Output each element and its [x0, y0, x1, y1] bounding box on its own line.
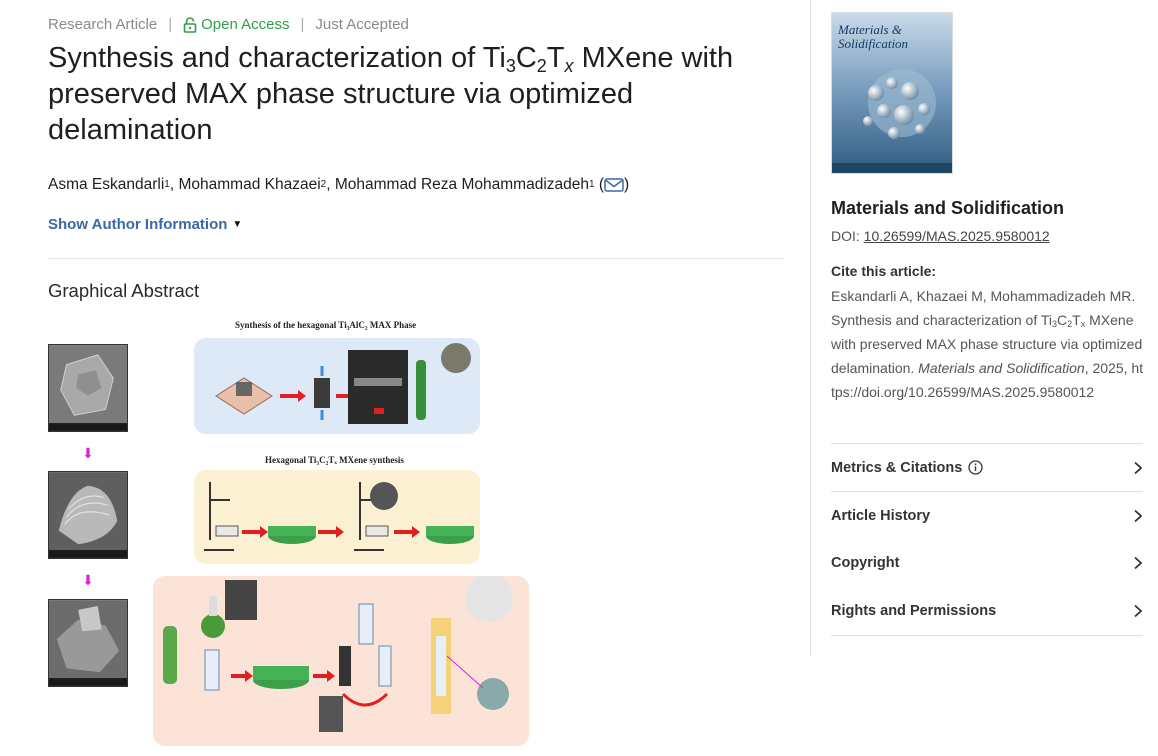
doi-line: DOI: 10.26599/MAS.2025.9580012: [831, 228, 1050, 244]
citation-part: T: [1072, 312, 1081, 328]
accordion-label: Metrics & Citations: [831, 459, 963, 476]
accordion-label: Copyright: [831, 555, 900, 571]
accordion-label: Rights and Permissions: [831, 603, 997, 619]
citation-part: MXene with preserved MAX phase structure…: [831, 312, 1143, 376]
info-icon[interactable]: [968, 460, 983, 475]
article-type: Research Article: [48, 16, 158, 33]
author-separator: (: [594, 176, 605, 193]
graphical-abstract-heading: Graphical Abstract: [48, 280, 200, 301]
arrow-down-icon: ⬇: [82, 572, 94, 588]
panel-max-synthesis: [194, 338, 480, 434]
accordion-bottom-border: [831, 635, 1143, 636]
author-name[interactable]: Mohammad Reza Mohammadizadeh: [334, 176, 589, 193]
article-main: Research Article | Open Access | Just Ac…: [16, 0, 810, 756]
panel-title: Hexagonal Ti₃C₂Tₓ MXene synthesis: [265, 455, 404, 465]
panel-mxene-synthesis: [194, 470, 480, 564]
citation-journal: Materials and Solidification: [918, 360, 1085, 376]
author-close-paren: ): [624, 176, 630, 193]
title-text: Synthesis and characterization of Ti: [48, 42, 506, 74]
meta-separator: |: [168, 16, 173, 33]
author-separator: ,: [169, 176, 179, 193]
sem-image-max-phase: [48, 344, 128, 432]
citation-part: C: [1057, 312, 1068, 328]
graphical-abstract-image[interactable]: ⬇ ⬇ Synthesis of the hexagonal Ti₃AlC₂ M…: [48, 318, 548, 750]
open-access-badge: Open Access: [183, 16, 290, 33]
accordion-copyright[interactable]: Copyright: [831, 539, 1143, 587]
citation-sub: x: [1080, 319, 1086, 329]
title-text: C: [515, 42, 537, 74]
panel-title: Synthesis of the hexagonal Ti₃AlC₂ MAX P…: [235, 320, 417, 330]
cover-title: Materials & Solidification: [838, 22, 909, 51]
cover-artwork: [832, 13, 952, 173]
citation-part: , 2025, https://doi.org/10.26599/MAS.202…: [831, 360, 1144, 400]
sem-image-delaminated: [48, 599, 128, 687]
caret-down-icon: ▼: [232, 219, 243, 230]
title-sub: 2: [536, 56, 547, 76]
title-sub: x: [564, 56, 574, 76]
article-status: Just Accepted: [315, 16, 409, 33]
show-author-info-toggle[interactable]: Show Author Information ▼: [48, 216, 242, 233]
chevron-right-icon: [1134, 604, 1143, 618]
author-name[interactable]: Asma Eskandarli: [48, 176, 165, 193]
arrow-down-icon: ⬇: [82, 445, 94, 461]
doi-link[interactable]: 10.26599/MAS.2025.9580012: [863, 228, 1050, 244]
doi-label: DOI:: [831, 228, 864, 244]
citation-part: Eskandarli A, Khazaei M, Mohammadizadeh …: [831, 288, 1136, 328]
email-icon[interactable]: [604, 178, 624, 192]
panel-delamination: [153, 574, 529, 746]
accordion-label: Article History: [831, 507, 931, 524]
meta-separator: |: [300, 16, 305, 33]
title-sub: 3: [505, 56, 516, 76]
article-title: Synthesis and characterization of Ti3C2T…: [48, 40, 788, 148]
article-meta-line: Research Article | Open Access | Just Ac…: [48, 16, 409, 33]
accordion-metrics-citations[interactable]: Metrics & Citations: [831, 443, 1143, 491]
title-text: MXene with preserved MAX phase structure…: [48, 42, 734, 146]
cite-heading: Cite this article:: [831, 263, 937, 279]
journal-name[interactable]: Materials and Solidification: [831, 198, 1065, 218]
title-text: T: [546, 42, 565, 74]
citation-sub: 2: [1067, 319, 1073, 329]
citation-sub: 3: [1052, 319, 1058, 329]
column-divider: [810, 0, 811, 656]
journal-cover-image[interactable]: Materials & Solidification: [831, 12, 953, 174]
open-lock-icon: [183, 16, 197, 33]
chevron-right-icon: [1134, 509, 1143, 522]
open-access-label: Open Access: [201, 16, 290, 33]
author-name[interactable]: Mohammad Khazaei: [178, 176, 321, 193]
author-separator: ,: [326, 176, 335, 193]
citation-text: Eskandarli A, Khazaei M, Mohammadizadeh …: [831, 284, 1145, 404]
chevron-right-icon: [1134, 461, 1143, 474]
show-author-info-label: Show Author Information: [48, 216, 228, 233]
sem-image-mxene: [48, 471, 128, 559]
accordion-article-history[interactable]: Article History: [831, 491, 1143, 539]
section-divider: [48, 258, 784, 259]
chevron-right-icon: [1134, 556, 1143, 570]
accordion-rights-permissions[interactable]: Rights and Permissions: [831, 587, 1143, 635]
journal-sidebar: Materials & Solidification Materials and…: [811, 0, 1158, 756]
